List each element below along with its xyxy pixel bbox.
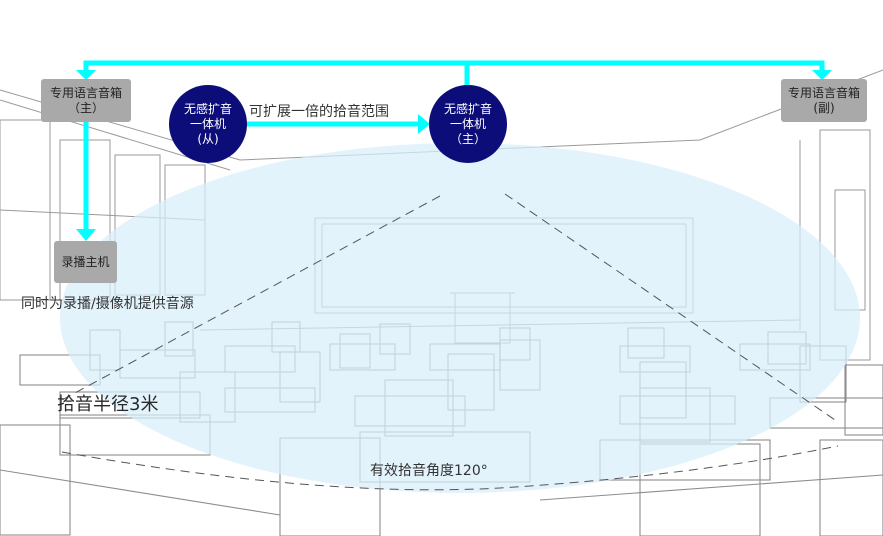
pickup-radius-label: 拾音半径3米 (57, 394, 159, 415)
extend-range-label: 可扩展一倍的拾音范围 (249, 104, 389, 120)
unit-slave-line3: (从) (197, 131, 219, 146)
arrowheads (76, 70, 832, 241)
speaker-main: 专用语言音箱 （主） (41, 79, 131, 122)
pickup-angle-lines (61, 193, 839, 491)
unit-slave-line1: 无感扩音 (183, 101, 232, 116)
speaker-main-line2: （主） (67, 100, 104, 115)
pickup-coverage-area (60, 143, 860, 493)
connection-lines (83, 60, 825, 232)
unit-slave-line2: 一体机 (189, 116, 226, 131)
unit-master-line2: 一体机 (449, 116, 486, 131)
audio-source-label: 同时为录播/摄像机提供音源 (21, 296, 194, 312)
speaker-sub-line2: (副) (813, 100, 835, 115)
unit-master: 无感扩音 一体机 （主） (429, 85, 507, 163)
speaker-main-line1: 专用语言音箱 (49, 85, 122, 100)
speaker-sub-line1: 专用语言音箱 (787, 85, 860, 100)
recorder-label: 录播主机 (61, 254, 110, 269)
pickup-angle-label: 有效拾音角度120° (370, 463, 488, 479)
unit-slave: 无感扩音 一体机 (从) (169, 85, 247, 163)
recorder-box: 录播主机 (54, 241, 117, 283)
unit-master-line1: 无感扩音 (443, 101, 492, 116)
speaker-sub: 专用语言音箱 (副) (781, 79, 867, 122)
unit-master-line3: （主） (449, 131, 486, 146)
